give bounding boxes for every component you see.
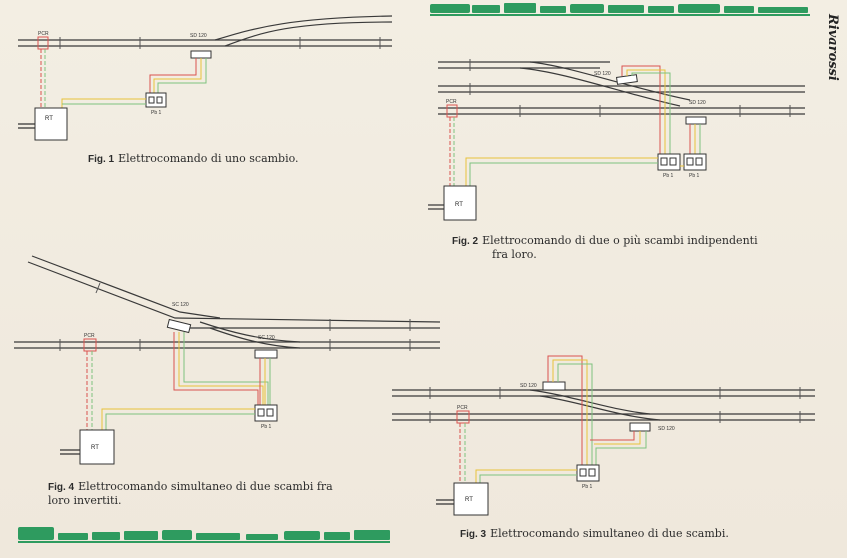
fig2-caption-line2: fra loro. [492,248,537,261]
brand-logo: Rivarossi [818,14,844,104]
fig3-switch-a-label: SD 120 [520,383,537,389]
fig4-caption-line2: loro invertiti. [48,494,122,507]
fig2-rt-label: RT [455,202,463,208]
fig2-switch-a-label: SD 120 [594,71,611,77]
fig3-number: Fig. 3 [460,529,487,540]
fig2-pcr-label: PCR [446,99,457,105]
fig4-number: Fig. 4 [48,482,75,493]
fig4-switch-a-label: SC 120 [172,302,189,308]
fig2-pb-a-label: Pb 1 [663,173,674,179]
fig4-pcr-label: PCR [84,333,95,339]
fig1-switch-label: SD 120 [190,33,207,39]
fig1-pcr-label: PCR [38,31,49,37]
fig1-caption-text: Elettrocomando di uno scambio. [118,152,299,165]
fig3-rt-label: RT [465,497,473,503]
fig4-switch-b-label: SC 120 [258,335,275,341]
fig4-caption-line1: Elettrocomando simultaneo di due scambi … [78,480,333,493]
figure-4-diagram [14,255,441,465]
fig2-pb-b-label: Pb 1 [689,173,700,179]
fig1-pb-label: Pb 1 [151,110,162,116]
fig3-pcr-label: PCR [457,405,468,411]
fig2-number: Fig. 2 [452,236,479,247]
brand-text: Rivarossi [825,14,840,81]
fig2-switch-b-label: SD 120 [689,100,706,106]
figure-1-diagram [18,15,393,141]
fig3-pb-label: Pb 1 [582,484,593,490]
fig2-caption-line1: Elettrocomando di due o più scambi indip… [482,234,758,247]
fig4-pb-label: Pb 1 [261,424,272,430]
fig1-number: Fig. 1 [88,154,115,165]
fig3-caption-text: Elettrocomando simultaneo di due scambi. [490,527,729,540]
train-banner-bottom [18,527,390,543]
fig1-rt-label: RT [45,116,53,122]
fig4-rt-label: RT [91,445,99,451]
figure-2-diagram [428,59,805,221]
fig3-switch-b-label: SD 120 [658,426,675,432]
train-banner-top [430,3,810,16]
figure-3-diagram [392,355,815,516]
